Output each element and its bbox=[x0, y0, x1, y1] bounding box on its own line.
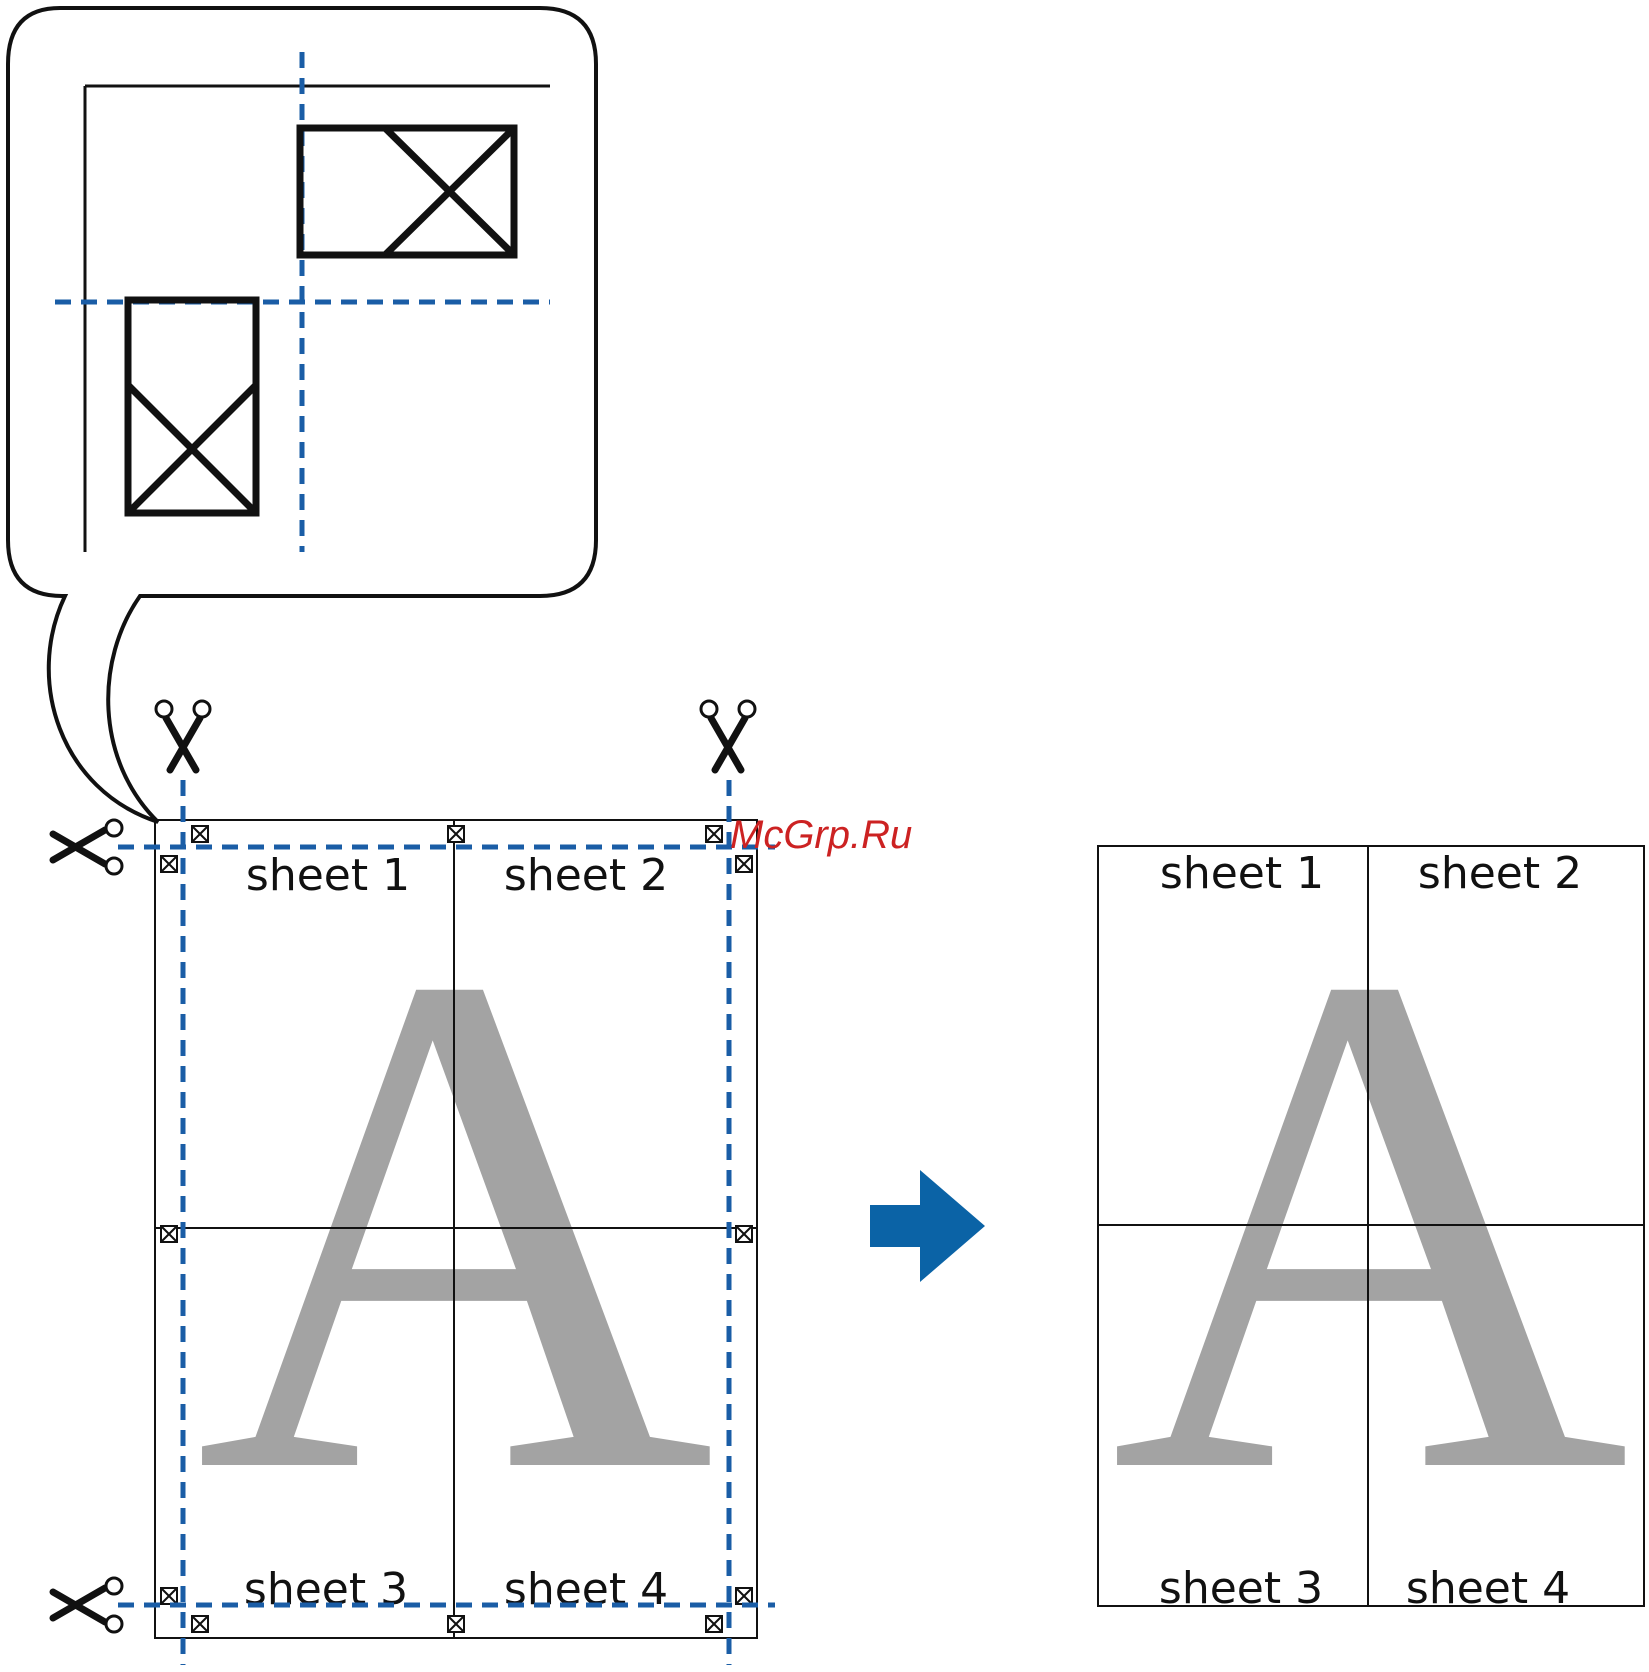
sheet-label: sheet 3 bbox=[1159, 1563, 1323, 1614]
crop-mark-icon bbox=[192, 826, 208, 842]
crop-mark-icon bbox=[448, 1616, 464, 1632]
crop-mark-icon bbox=[161, 1226, 177, 1242]
crop-mark-icon bbox=[161, 1588, 177, 1604]
crop-mark-icon bbox=[736, 1226, 752, 1242]
crop-mark-icon bbox=[161, 856, 177, 872]
crop-mark-icon bbox=[736, 856, 752, 872]
scissors-icon bbox=[156, 701, 210, 770]
assembled-poster: A sheet 1 sheet 2 sheet 3 sheet 4 bbox=[1098, 823, 1644, 1621]
sheet-label: sheet 2 bbox=[504, 850, 668, 901]
crop-mark-icon bbox=[192, 1616, 208, 1632]
crop-mark-icon bbox=[736, 1588, 752, 1604]
callout-bubble bbox=[8, 8, 596, 822]
crop-mark-icon bbox=[706, 826, 722, 842]
arrow-right-icon bbox=[870, 1170, 985, 1282]
brand-watermark: McGrp.Ru bbox=[730, 813, 912, 857]
sheet-label: sheet 4 bbox=[1406, 1563, 1570, 1614]
scissors-icon bbox=[53, 820, 122, 874]
scissors-icon bbox=[701, 701, 755, 770]
scissors-icon bbox=[53, 1578, 122, 1632]
crop-mark-icon bbox=[706, 1616, 722, 1632]
watermark-letter: A bbox=[1110, 823, 1630, 1621]
sheet-label: sheet 2 bbox=[1418, 848, 1582, 899]
sheet-label: sheet 1 bbox=[1160, 848, 1324, 899]
sheet-label: sheet 1 bbox=[246, 850, 410, 901]
poster-with-cut-lines: A sheet 1 sheet 2 sheet 3 sheet 4 bbox=[118, 780, 775, 1665]
crop-mark-icon bbox=[448, 826, 464, 842]
